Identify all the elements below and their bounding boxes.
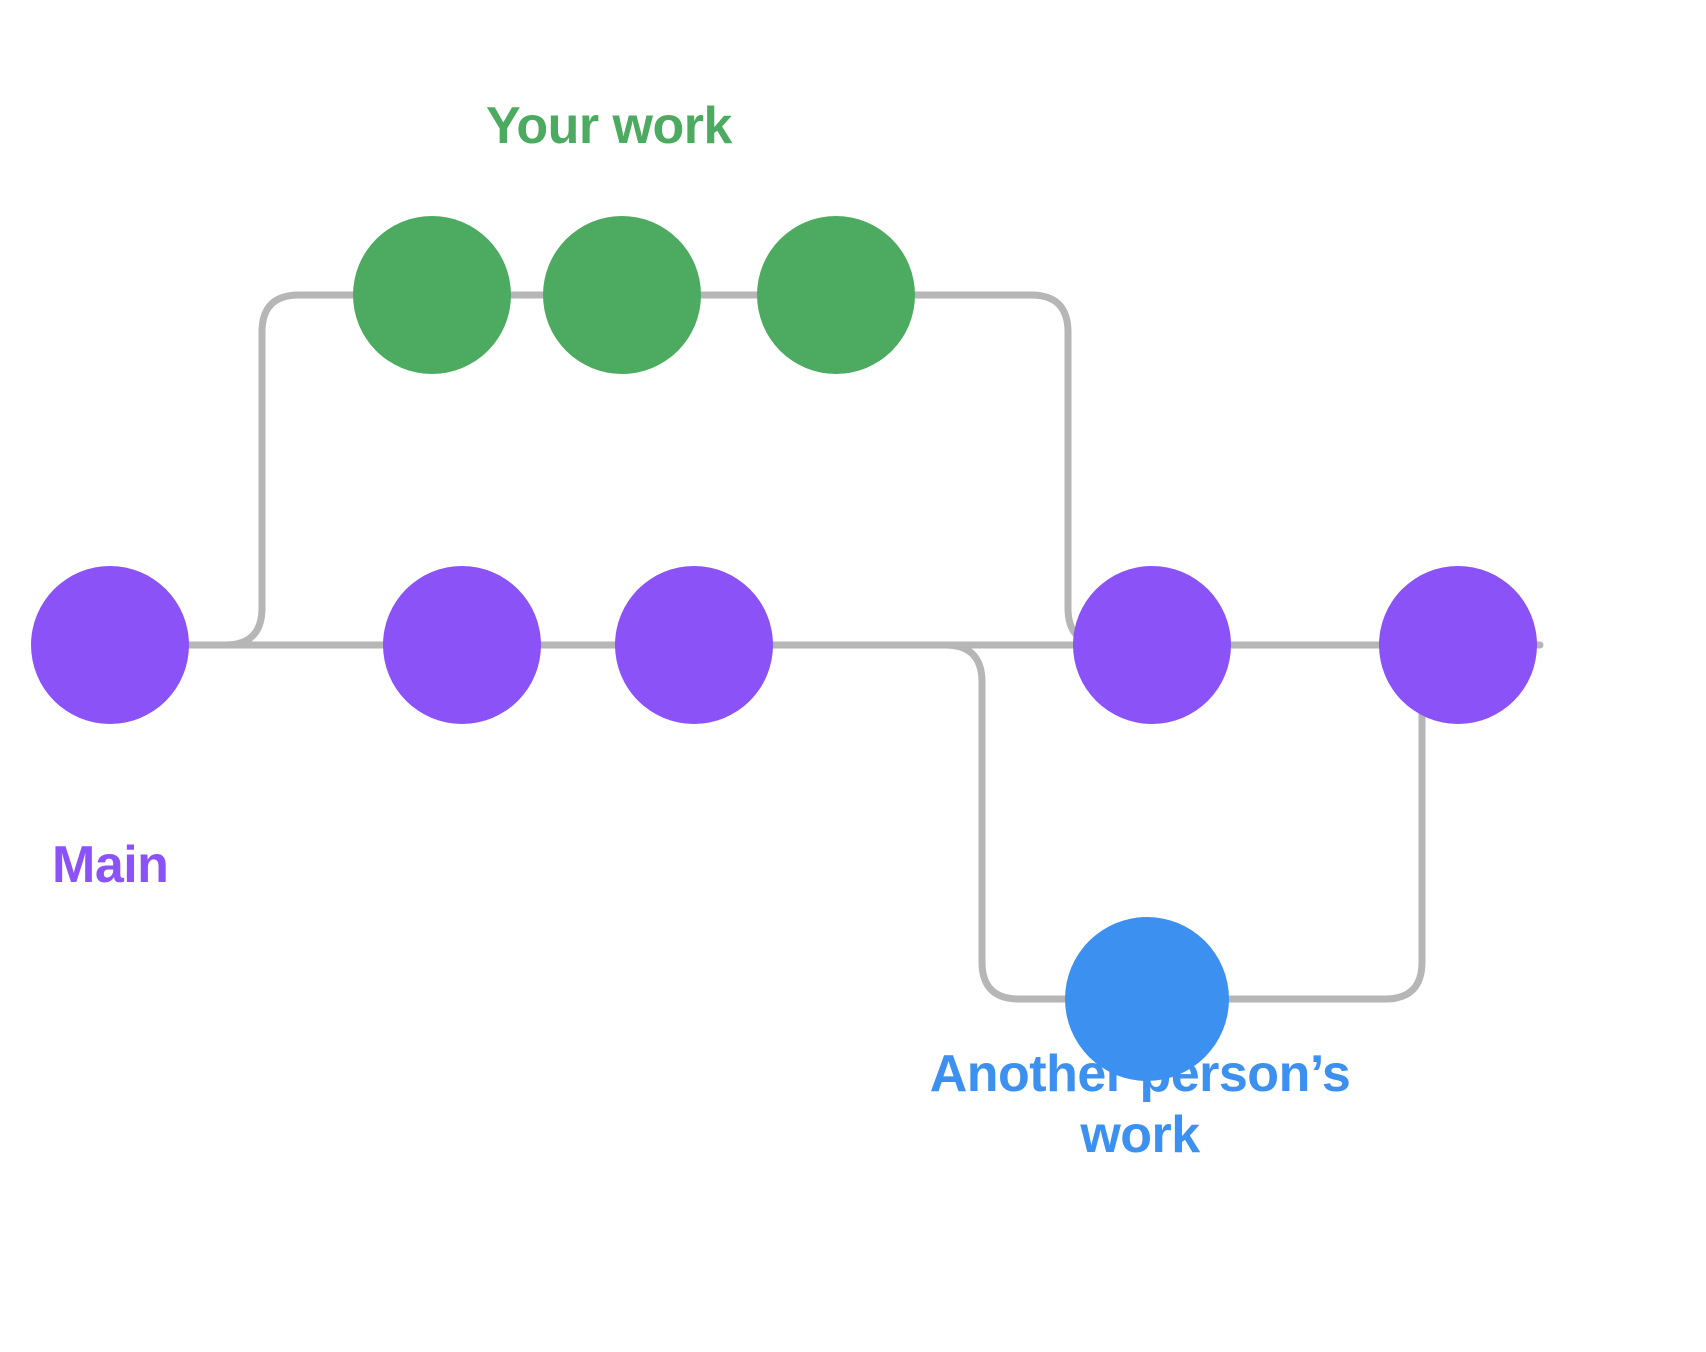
branch-label-main: Main (52, 836, 169, 894)
commit-node-your-work-3[interactable] (757, 216, 915, 374)
commit-node-main-4[interactable] (1073, 566, 1231, 724)
edge-branch-up-your-work (221, 291, 354, 649)
commit-node-other-work-1[interactable] (1065, 917, 1229, 1081)
commit-node-main-2[interactable] (383, 566, 541, 724)
commit-node-main-1[interactable] (31, 566, 189, 724)
branch-label-your-work: Your work (486, 97, 732, 155)
node-layer (31, 216, 1537, 1081)
edge-branch-down-other (941, 641, 1070, 1003)
commit-node-your-work-2[interactable] (543, 216, 701, 374)
commit-node-main-3[interactable] (615, 566, 773, 724)
branch-label-another-person-work: Another person’s work (929, 1045, 1351, 1165)
commit-node-your-work-1[interactable] (353, 216, 511, 374)
commit-node-main-5[interactable] (1379, 566, 1537, 724)
